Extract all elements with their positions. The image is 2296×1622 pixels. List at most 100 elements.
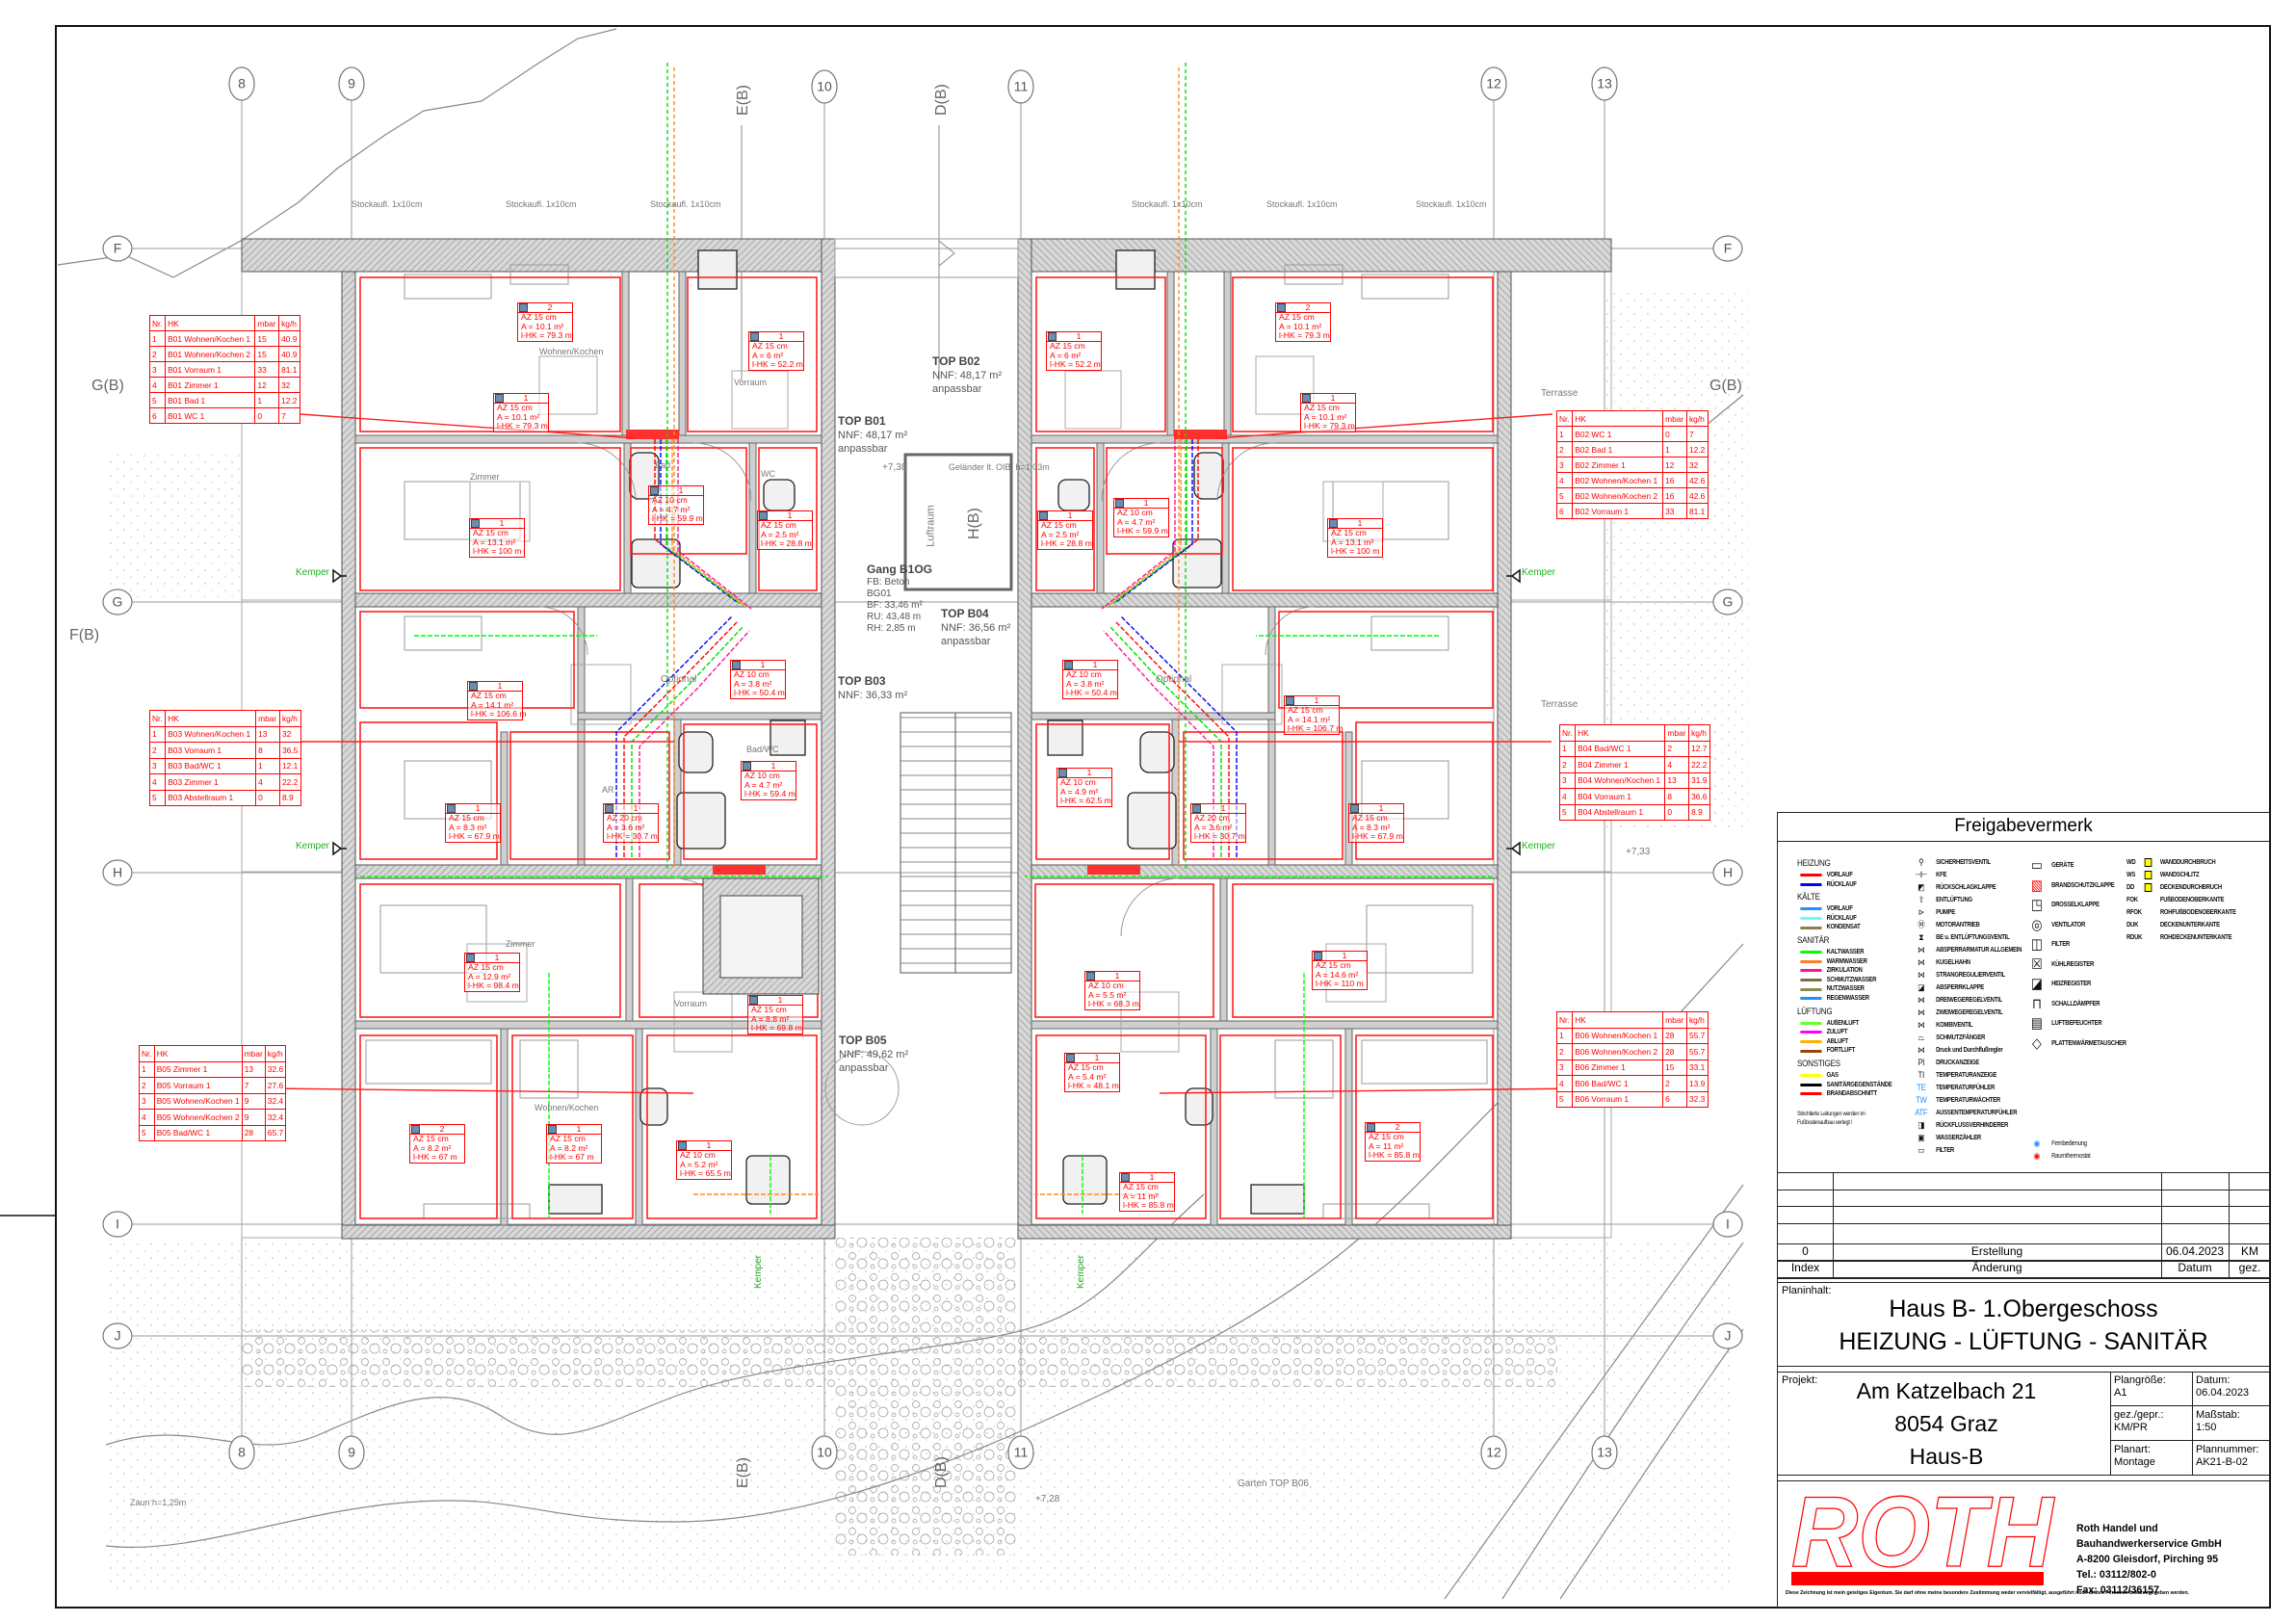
legend-fitting-label: ZWEIWEGEREGELVENTIL	[1936, 1008, 2003, 1016]
heating-loop-b06: 1 AZ 15 cm A = 11 m² l-HK = 85.8 m	[1119, 1172, 1175, 1212]
cell: B05 Wohnen/Kochen 1	[153, 1092, 243, 1110]
plan-type-label: Planart:	[2114, 1444, 2151, 1455]
axis-11: 11	[1014, 79, 1029, 94]
legend-line-item: KONDENSAT	[1797, 923, 1892, 932]
cell: 2	[1664, 740, 1690, 757]
cell: 33	[254, 361, 280, 378]
loop-length: l-HK = 52.2 m	[752, 359, 803, 370]
cell: 32.4	[264, 1092, 287, 1110]
apartment-note: anpassbar	[839, 1062, 889, 1074]
loop-header: 1	[1349, 803, 1403, 814]
thermostat-icon	[1329, 519, 1338, 528]
roth-logo: ROTH	[1790, 1487, 2055, 1588]
legend-fitting-label: TEMPERATURWÄCHTER	[1936, 1096, 2000, 1104]
cell: 1	[1662, 441, 1687, 458]
thermostat-limit-icon: TW	[1916, 1094, 1927, 1105]
cell: 2	[148, 742, 167, 759]
thermostat-icon	[1367, 1123, 1375, 1132]
remote-control-icon: ◉	[2033, 1138, 2041, 1148]
cell: B01 Wohnen/Kochen 1	[165, 330, 256, 347]
legend-fitting-label: SCHMUTZFÄNGER	[1936, 1033, 1985, 1041]
cell: 6	[1555, 503, 1574, 519]
cell: 22.2	[1688, 756, 1710, 773]
legend-control-label: Raumthermostat	[2051, 1152, 2091, 1160]
cell: 5	[148, 392, 167, 408]
axis-G: G	[113, 594, 123, 610]
apartment-label-b02: TOP B02 NNF: 48,17 m² anpassbar	[932, 354, 1002, 396]
col-kgh: kg/h	[278, 315, 300, 331]
cell: B04 Zimmer 1	[1575, 756, 1666, 773]
window-note: Stockaufl. 1x10cm	[1416, 199, 1487, 209]
room-thermostat-icon: ◉	[2033, 1150, 2041, 1161]
kfe-icon: ⊣⊢	[1915, 869, 1928, 879]
window-note: Stockaufl. 1x10cm	[650, 199, 721, 209]
cell: 2	[1555, 441, 1574, 458]
loop-number: 1	[475, 802, 481, 813]
cell: 16	[1662, 472, 1687, 488]
heating-loop-b06: 1 AZ 10 cm A = 5.5 m² l-HK = 68.3 m	[1084, 971, 1140, 1010]
revision-change-header: Änderung	[1971, 1261, 2022, 1274]
loop-number: 1	[633, 802, 639, 813]
cell: 36.6	[1688, 788, 1710, 805]
cell: B02 Bad 1	[1572, 441, 1664, 458]
thermostat-icon	[650, 486, 659, 495]
cell: 32	[278, 377, 300, 393]
corridor-title: Gang B1OG	[867, 562, 933, 576]
room-name: WC	[761, 469, 775, 479]
loop-area: A = 4.7 m²	[1117, 516, 1156, 527]
scale-value: 1:50	[2196, 1422, 2217, 1433]
company-fax: Fax: 03112/36157	[2076, 1584, 2160, 1596]
gravel-strip	[835, 1238, 1018, 1556]
corridor-stamp: Gang B1OG FB: Beton BG01 BF: 33,46 m² RU…	[867, 563, 932, 635]
loop-header: 1	[494, 393, 548, 404]
apartment-nnf: NNF: 36,56 m²	[941, 622, 1011, 634]
fire-damper-icon: ▧	[2030, 876, 2043, 894]
drawn-checked-field: gez./gepr.:KM/PR	[2114, 1409, 2163, 1434]
room-name: Bad	[655, 460, 671, 470]
cell: 1	[139, 1060, 155, 1078]
legend-fitting-label: KFE	[1936, 871, 1947, 878]
section-H: H(B)	[966, 508, 982, 539]
cell: 7	[241, 1077, 266, 1094]
cell: 8	[255, 742, 280, 759]
revision-drawn: KM	[2241, 1244, 2258, 1258]
loop-number: 2	[1395, 1121, 1400, 1132]
loop-length: l-HK = 65.5 m	[680, 1168, 731, 1179]
cell: 5	[1558, 803, 1577, 821]
loop-header: 1	[677, 1140, 731, 1151]
legend-device-label: DROSSELKLAPPE	[2051, 902, 2100, 909]
abbrev-meaning: WANDSCHLITZ	[2159, 871, 2200, 878]
legend-fitting-label: ABSPERRARMATUR ALLGEMEIN	[1936, 946, 2022, 954]
non-return-flap-icon: ◩	[1918, 881, 1925, 892]
abbrev-meaning: FUßBODENOBERKANTE	[2159, 896, 2225, 903]
loop-area: A = 5.2 m²	[680, 1159, 718, 1169]
axis-J: J	[115, 1328, 121, 1344]
heating-loop-b05: 1 AZ 15 cm A = 12.9 m² l-HK = 98.4 m	[464, 953, 520, 992]
legend-line-label: ZULUFT	[1826, 1029, 1848, 1036]
axis-9-bottom: 9	[348, 1445, 355, 1460]
col-nr: Nr.	[139, 1045, 155, 1062]
axis-12-bottom: 12	[1486, 1445, 1501, 1460]
cell: 15	[254, 346, 280, 362]
loop-number: 1	[499, 517, 505, 528]
col-mbar: mbar	[1662, 410, 1687, 427]
legend-line-label: KALTWASSER	[1826, 948, 1865, 955]
kemper-valve-label: Kemper	[1522, 841, 1556, 851]
loop-spacing: AZ 15 cm	[1123, 1182, 1159, 1191]
loop-area: A = 10.1 m²	[1279, 321, 1322, 331]
heating-loop-b04: 1 AZ 15 cm A = 14.1 m² l-HK = 106.7 m	[1284, 695, 1344, 735]
axis-10: 10	[817, 79, 832, 94]
loop-number: 1	[760, 659, 766, 669]
legend-fitting-label: DRUCKANZEIGE	[1936, 1059, 1979, 1066]
logo-text: ROTH	[1791, 1487, 2055, 1588]
col-kgh: kg/h	[1688, 724, 1710, 742]
legend-group-heading: SANITÄR	[1797, 934, 1830, 946]
cell: 0	[254, 407, 280, 424]
